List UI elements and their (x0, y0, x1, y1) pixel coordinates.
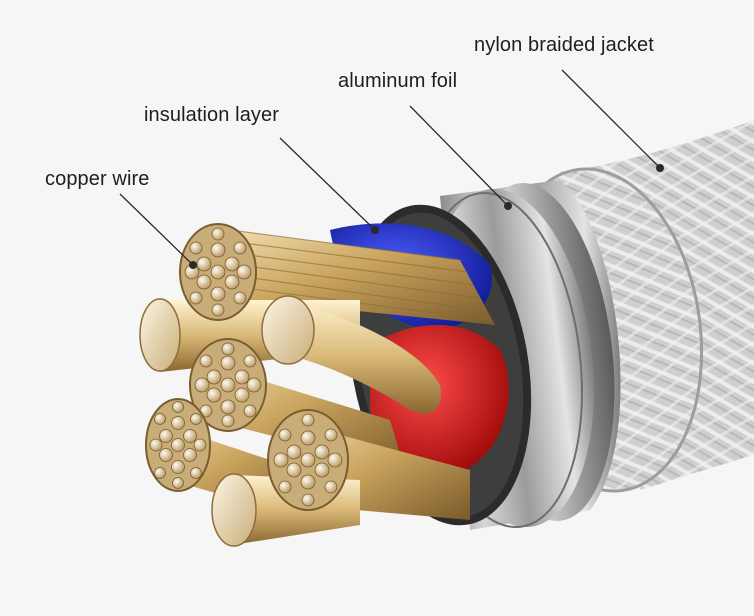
anchor-dot-foil (504, 202, 512, 210)
label-copper-wire: copper wire (45, 168, 150, 190)
label-insulation-layer: insulation layer (144, 104, 280, 126)
leader-lines (119, 69, 664, 269)
leader-line-copper (119, 193, 194, 266)
strand-end-middle (189, 338, 267, 432)
strand-end-top (179, 223, 257, 321)
leader-line-insulation (279, 137, 376, 231)
anchor-dot-jacket (656, 164, 664, 172)
copper-strand-ends (145, 223, 349, 511)
anchor-dot-copper (189, 261, 197, 269)
strand-end-bottom (267, 409, 349, 511)
anchor-dot-insulation (371, 226, 379, 234)
leader-line-jacket (561, 69, 661, 169)
label-nylon-braided-jacket: nylon braided jacket (474, 34, 654, 56)
strand-end-left (145, 398, 211, 492)
label-aluminum-foil: aluminum foil (338, 70, 458, 92)
leader-line-foil (409, 105, 509, 207)
